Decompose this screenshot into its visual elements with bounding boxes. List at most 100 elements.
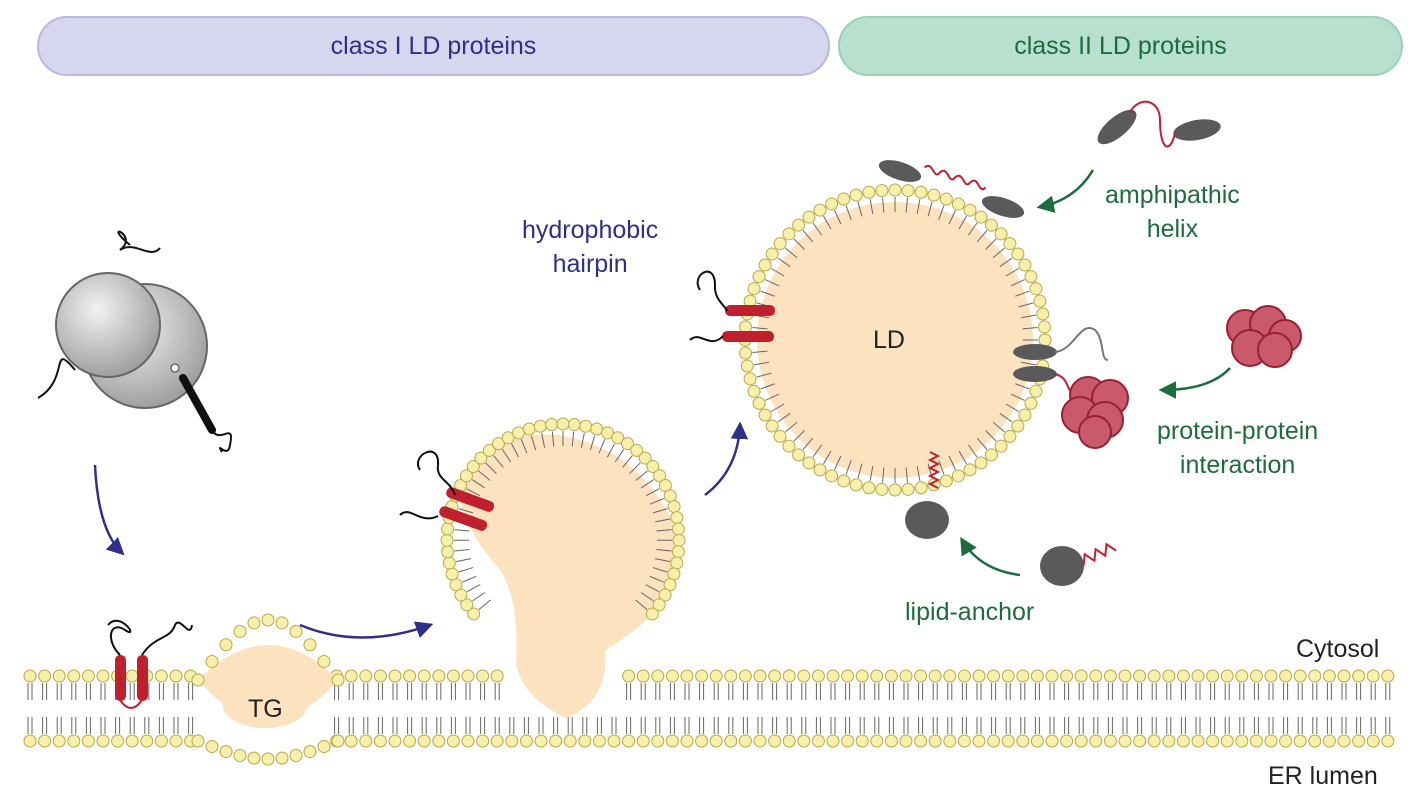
lipid-head	[928, 189, 940, 201]
lipid-head	[290, 750, 302, 762]
lipid-head	[433, 670, 445, 682]
lipid-head	[988, 735, 1000, 747]
lipid-head	[546, 419, 558, 431]
lipid-head	[915, 735, 927, 747]
lipid-head	[276, 752, 288, 764]
lipid-head	[550, 735, 562, 747]
lipid-head	[360, 670, 372, 682]
lipid-head	[579, 735, 591, 747]
lipid-head	[1030, 283, 1042, 295]
lipid-head	[681, 735, 693, 747]
lipid-head	[1163, 735, 1175, 747]
lipid-head	[1119, 670, 1131, 682]
lipid-head	[1039, 334, 1051, 346]
lipid-head	[262, 753, 274, 765]
lipid-head	[418, 670, 430, 682]
lipid-head	[915, 482, 927, 494]
lipid-head	[1221, 670, 1233, 682]
lipid-head	[1046, 735, 1058, 747]
lipid-head	[1309, 735, 1321, 747]
arrow-lipid-anchor	[962, 540, 1020, 575]
lipid-head	[798, 670, 810, 682]
lipid-head	[442, 523, 454, 535]
lipid-head	[929, 670, 941, 682]
lipid-head	[1025, 271, 1037, 283]
lipid-head	[995, 440, 1007, 452]
lipid-head	[126, 735, 138, 747]
lipid-head	[1031, 670, 1043, 682]
lipid-head	[952, 198, 964, 210]
lipid-head	[958, 670, 970, 682]
lipid-head	[593, 735, 605, 747]
lipid-head	[740, 347, 752, 359]
lipid-head	[1104, 670, 1116, 682]
lipid-head	[666, 735, 678, 747]
lipid-head	[637, 670, 649, 682]
ppi-label: protein-protein interaction	[1157, 414, 1318, 482]
lipid-head	[696, 735, 708, 747]
lipid-head	[652, 670, 664, 682]
lipid-head	[973, 670, 985, 682]
lipid-head	[345, 735, 357, 747]
lipid-head	[513, 427, 525, 439]
lipid-head	[975, 211, 987, 223]
lipid-anchor-icon	[1040, 542, 1116, 586]
lipid-head	[766, 248, 778, 260]
lipid-head	[491, 735, 503, 747]
lipid-head	[739, 670, 751, 682]
lipid-head	[53, 670, 65, 682]
lipid-head	[360, 735, 372, 747]
lipid-head	[318, 655, 330, 667]
lipid-head	[1037, 308, 1049, 320]
lipid-tail	[459, 568, 473, 572]
lipid-head	[838, 475, 850, 487]
lipid-head	[798, 735, 810, 747]
lipid-head	[1382, 735, 1394, 747]
lipid-head	[506, 735, 518, 747]
lipid-head	[1046, 670, 1058, 682]
lipid-head	[673, 534, 685, 546]
lipid-head	[1221, 735, 1233, 747]
lipid-head	[112, 735, 124, 747]
lipid-head	[637, 735, 649, 747]
lipid-head	[220, 746, 232, 758]
tg-label: TG	[248, 692, 283, 726]
hairpin-label-line1: hydrophobic	[522, 213, 658, 247]
lipid-head	[1250, 735, 1262, 747]
lipid-head	[1012, 420, 1024, 432]
lipid-head	[534, 420, 546, 432]
lipid-head	[568, 419, 580, 431]
lipid-head	[812, 735, 824, 747]
lipid-head	[192, 735, 204, 747]
lipid-head	[374, 670, 386, 682]
lipid-head	[126, 670, 138, 682]
lipid-head	[766, 420, 778, 432]
lipid-head	[889, 484, 901, 496]
lipid-head	[442, 546, 454, 558]
lipid-head	[220, 639, 232, 651]
lipid-head	[1004, 430, 1016, 442]
lipid-head	[1031, 735, 1043, 747]
lipid-head	[404, 735, 416, 747]
lipid-head	[814, 464, 826, 476]
ld-label: LD	[873, 323, 905, 357]
lipid-head	[332, 674, 344, 686]
lipid-tail	[479, 600, 491, 610]
lipid-head	[1134, 735, 1146, 747]
lipid-head	[871, 670, 883, 682]
lipid-head	[262, 614, 274, 626]
lipid-head	[838, 193, 850, 205]
lipid-head	[1177, 735, 1189, 747]
lipid-head	[1148, 670, 1160, 682]
lipid-head	[710, 735, 722, 747]
lipid-head	[754, 735, 766, 747]
lipid-head	[814, 204, 826, 216]
lipid-head	[753, 397, 765, 409]
lipid-head	[696, 670, 708, 682]
lipid-head	[462, 735, 474, 747]
lipid-head	[1280, 670, 1292, 682]
lipid-head	[332, 735, 344, 747]
lipid-head	[1192, 735, 1204, 747]
lipid-head	[812, 670, 824, 682]
lipid-head	[793, 449, 805, 461]
